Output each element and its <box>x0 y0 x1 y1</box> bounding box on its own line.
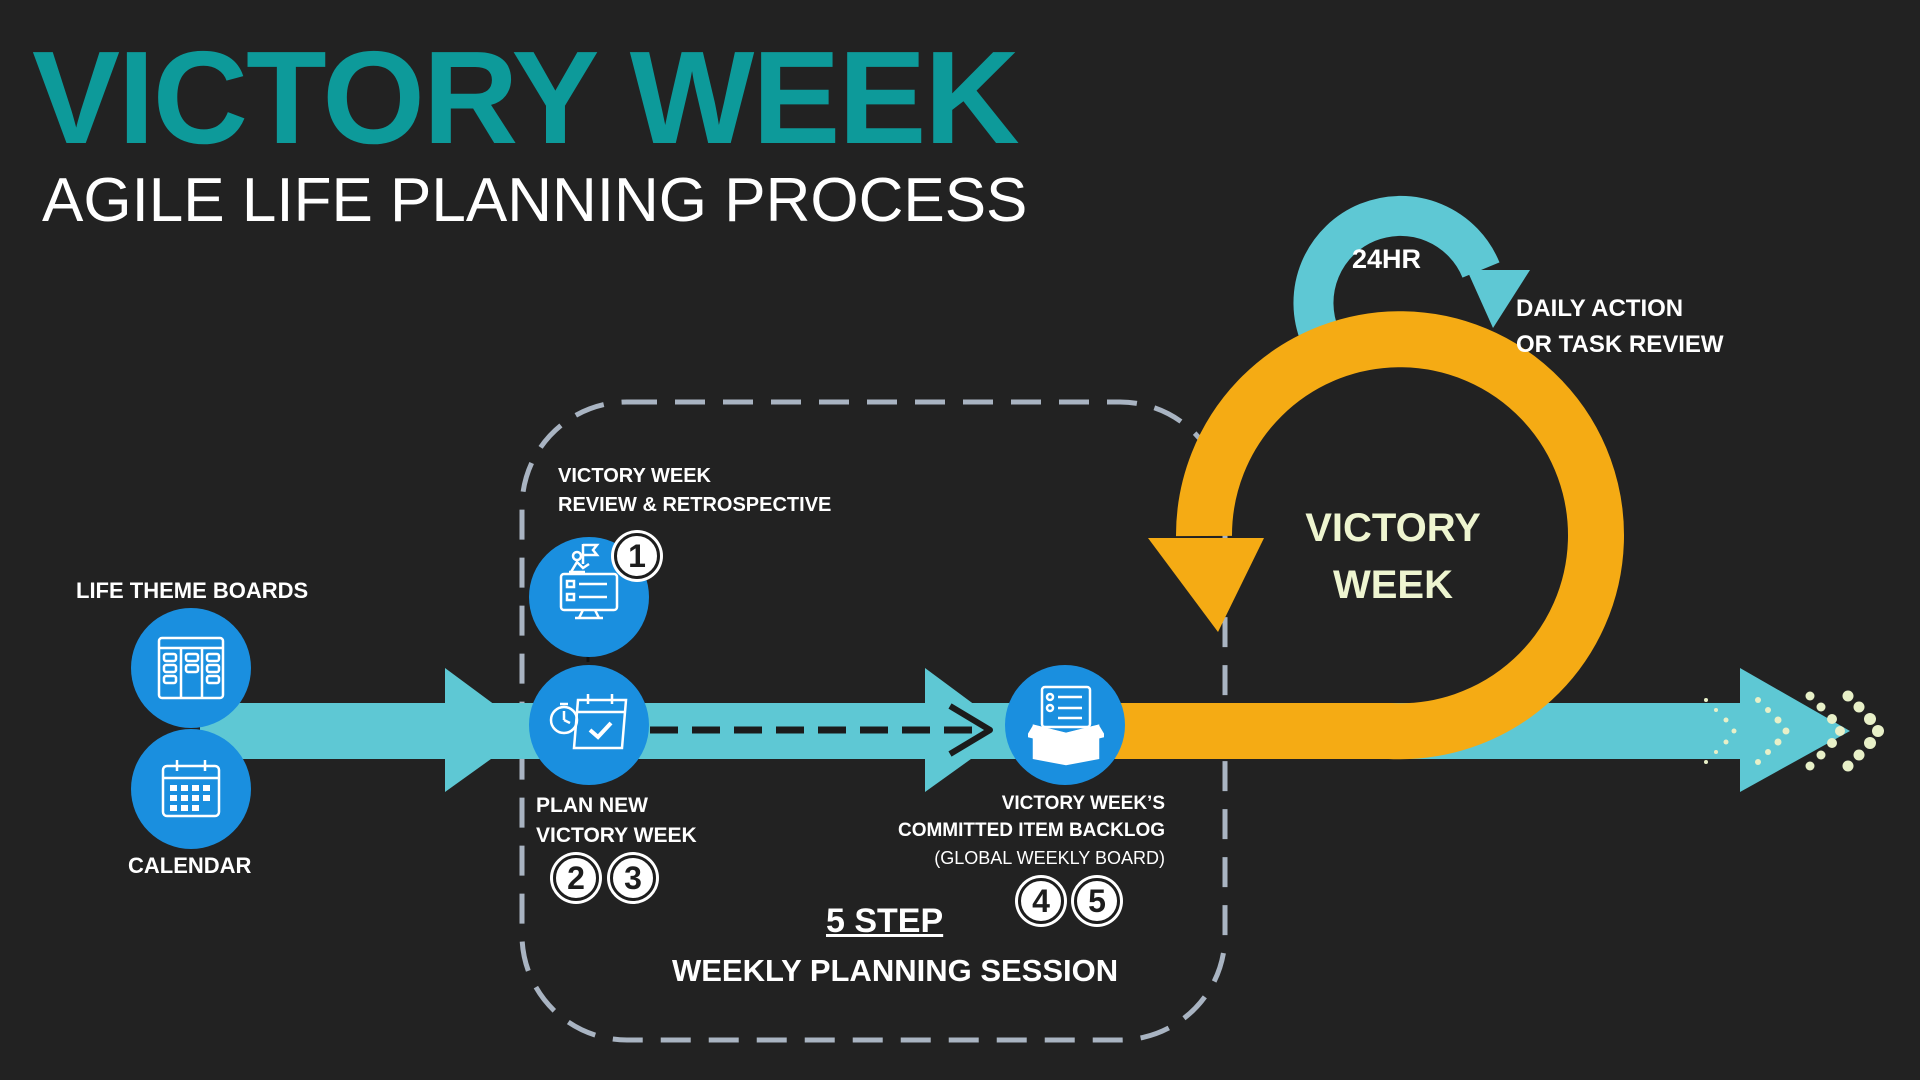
step-badge-5: 5 <box>1074 878 1120 924</box>
calendar-label: CALENDAR <box>128 853 252 878</box>
retrospective-icon <box>555 542 623 625</box>
step1-label-line1: VICTORY WEEK <box>558 465 711 487</box>
daily-loop-arrowhead <box>1467 270 1530 328</box>
step2-label-line1: PLAN NEW <box>536 794 648 817</box>
backlog-label-line1: VICTORY WEEK’S <box>1001 793 1165 814</box>
step-badge-2: 2 <box>553 855 599 901</box>
backlog-label-line3: (GLOBAL WEEKLY BOARD) <box>934 848 1165 868</box>
page-subtitle: AGILE LIFE PLANNING PROCESS <box>42 166 1028 235</box>
kanban-board-icon <box>157 634 225 707</box>
victory-week-loop-label-line1: VICTORY <box>1305 506 1481 550</box>
plan-week-icon <box>548 690 632 765</box>
step-badge-4: 4 <box>1018 878 1064 924</box>
step-badge-1: 1 <box>614 533 660 579</box>
victory-week-loop-label-line2: WEEK <box>1333 563 1453 607</box>
daily-review-caption-line2: OR TASK REVIEW <box>1516 331 1724 358</box>
victory-week-loop <box>1115 311 1624 760</box>
step-badge-3: 3 <box>610 855 656 901</box>
life-theme-boards-label: LIFE THEME BOARDS <box>76 578 309 603</box>
calendar-circle <box>131 729 251 849</box>
daily-review-caption-line1: DAILY ACTION <box>1516 295 1684 322</box>
page-title: VICTORY WEEK <box>32 24 1020 171</box>
calendar-icon <box>160 758 222 825</box>
chevron-dots-decoration <box>1704 690 1884 772</box>
output-arrow-head <box>1740 668 1850 792</box>
daily-loop-label: 24HR <box>1352 244 1422 274</box>
step2-circle <box>529 665 649 785</box>
victory-week-loop-arrowhead <box>1148 538 1264 632</box>
input-arrow-head <box>445 668 530 792</box>
step1-label-line2: REVIEW & RETROSPECTIVE <box>558 494 832 516</box>
backlog-box-icon <box>1026 684 1106 771</box>
step2-label-line2: VICTORY WEEK <box>536 824 697 847</box>
session-title: 5 STEP <box>826 902 944 940</box>
session-subtitle: WEEKLY PLANNING SESSION <box>672 953 1119 988</box>
daily-loop-ring <box>1293 196 1500 344</box>
backlog-label-line2: COMMITTED ITEM BACKLOG <box>897 820 1165 841</box>
